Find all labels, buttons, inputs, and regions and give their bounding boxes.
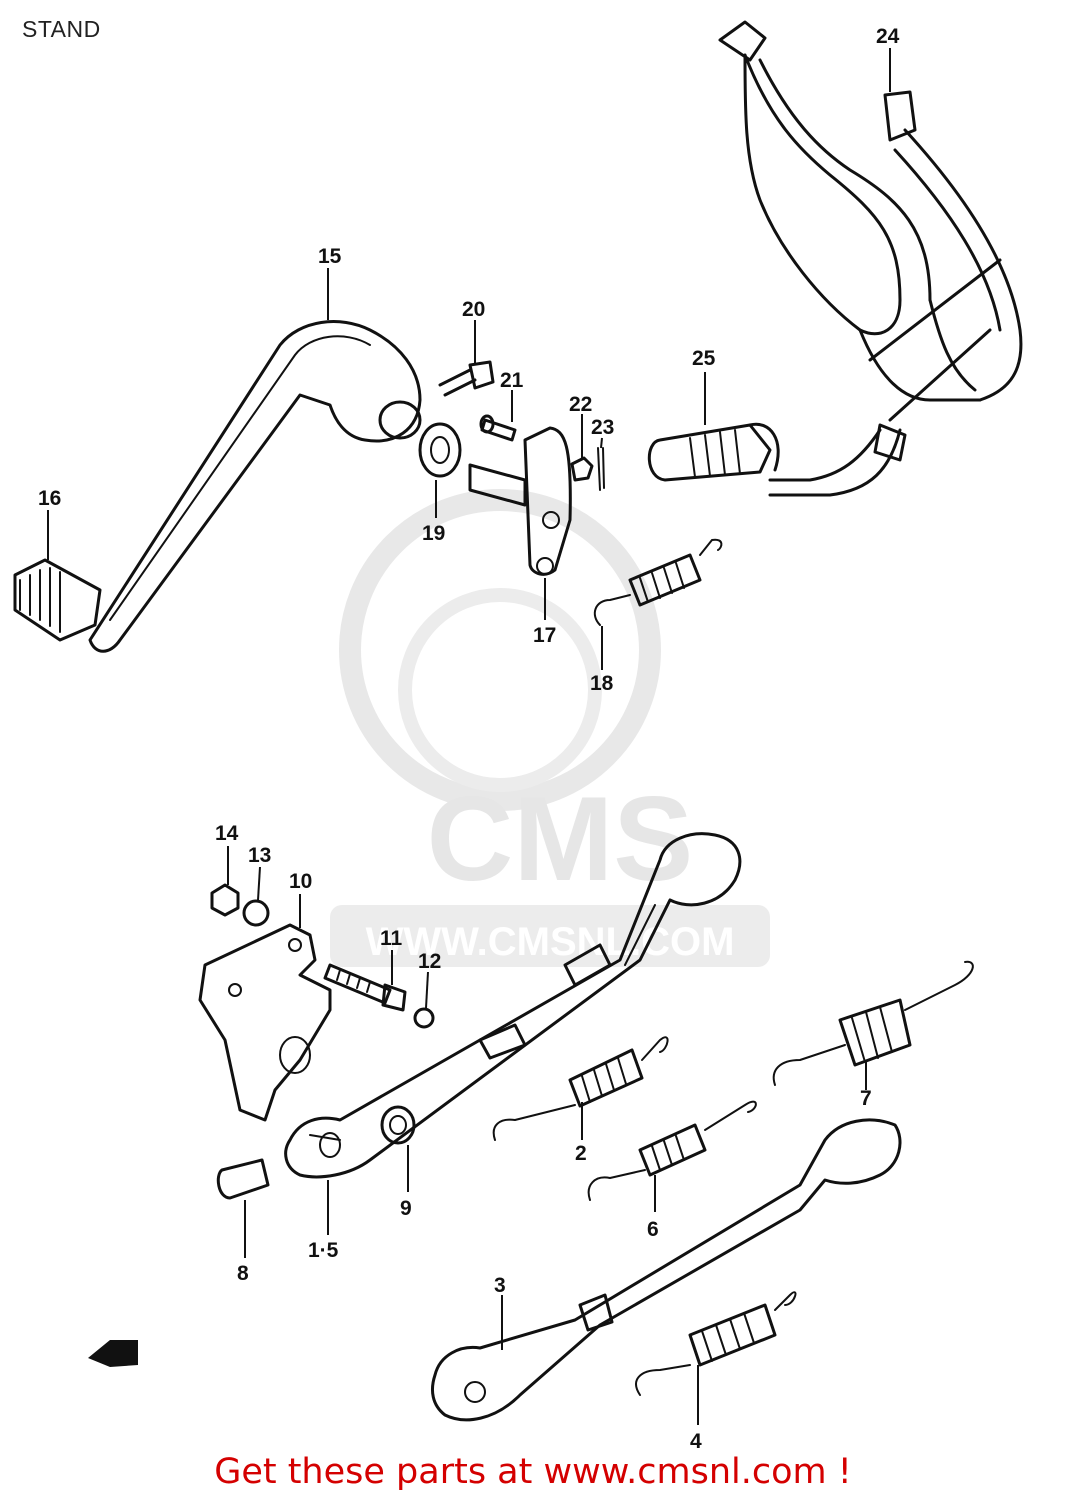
callout-14: 14 [215,822,239,845]
callout-13: 13 [248,844,271,867]
part-18-spring [593,538,723,626]
callout-15: 15 [318,245,342,268]
page-title: STAND [22,16,101,42]
watermark-brand: CMS [427,772,694,906]
callout-10: 10 [289,870,312,893]
callout-11: 11 [380,927,403,950]
callout-21: 21 [500,369,524,392]
part-10-bracket [198,923,332,1122]
part-22-nut [570,456,594,482]
part-23-cotter-pin [597,447,605,491]
part-2-spring [492,1036,669,1141]
part-15-pedal-arm [88,320,422,653]
part-6-spring [587,1100,757,1201]
callouts: 15 16 20 21 22 23 19 17 18 25 24 14 13 1… [38,25,900,1453]
callout-12: 12 [418,950,441,973]
callout-22: 22 [569,393,592,416]
part-11-bolt [323,963,407,1012]
part-3-stand-arm [431,1118,902,1422]
part-12-nut [413,1007,435,1029]
part-16-pedal-pad [13,558,102,642]
callout-24: 24 [876,25,900,48]
callout-9: 9 [400,1197,412,1220]
part-21-pin [479,414,517,442]
watermark-url: WWW.CMSNL.COM [366,920,735,964]
part-24-guard-frame [718,20,1023,497]
leader-lines [47,48,891,1425]
part-1-5-side-stand [284,832,742,1179]
part-4-spring [635,1291,797,1396]
part-17-lever [468,426,572,576]
callout-25: 25 [692,347,716,370]
footer-link[interactable]: Get these parts at www.cmsnl.com ! [214,1452,852,1492]
callout-1-5: 1·5 [308,1239,339,1262]
callout-23: 23 [591,416,614,439]
part-14-nut [210,883,240,917]
callout-4: 4 [690,1430,702,1453]
callout-20: 20 [462,298,485,321]
callout-6: 6 [647,1218,659,1241]
callout-18: 18 [590,672,614,695]
part-25-footpeg [647,422,780,482]
part-20-bolt [438,360,495,397]
part-8-bolt [216,1158,270,1200]
callout-3: 3 [494,1274,506,1297]
callout-2: 2 [575,1142,587,1165]
front-arrow-icon [88,1340,138,1367]
callout-7: 7 [860,1087,872,1110]
part-7-spring [772,960,974,1086]
callout-19: 19 [422,522,445,545]
watermark: CMS WWW.CMSNL.COM [330,489,770,967]
callout-16: 16 [38,487,61,510]
part-19-washer [418,422,462,478]
part-9-collar [380,1105,416,1145]
callout-17: 17 [533,624,556,647]
callout-8: 8 [237,1262,249,1285]
part-13-washer [242,899,270,927]
